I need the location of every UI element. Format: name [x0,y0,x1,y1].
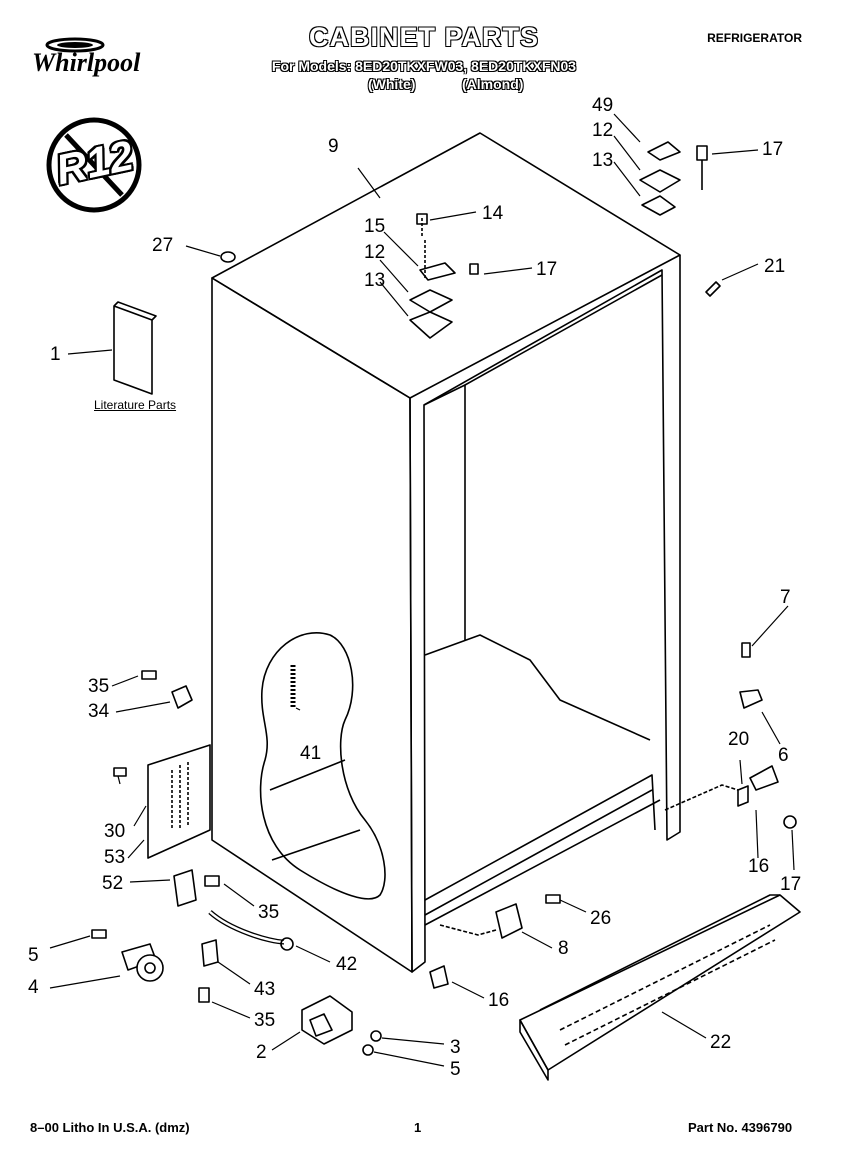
color-almond-label: (Almond) [462,76,524,92]
callout-14: 14 [482,203,504,224]
callout-13b: 13 [364,270,386,291]
callout-5b: 5 [450,1059,461,1080]
callout-3: 3 [450,1037,461,1058]
callout-49: 49 [592,95,614,116]
product-type: REFRIGERATOR [707,31,802,45]
callout-16: 16 [748,856,770,877]
callout-5: 5 [28,945,39,966]
footer-litho: 8–00 Litho In U.S.A. (dmz) [30,1120,190,1135]
no-r12-badge: R12 [44,115,144,215]
callout-22: 22 [710,1032,732,1053]
callout-43: 43 [254,979,276,1000]
callout-35c: 35 [254,1010,276,1031]
brand-wordmark: Whirlpool [32,48,141,77]
whirlpool-logo: Whirlpool [20,34,170,82]
callout-41: 41 [300,743,322,764]
literature-parts-label: Literature Parts [94,398,177,412]
page-title: CABINET PARTS [308,22,539,52]
footer-part-number: Part No. 4396790 [688,1120,793,1135]
callout-2: 2 [256,1042,267,1063]
callout-12: 12 [592,120,614,141]
callout-17c: 17 [780,874,802,895]
callout-13: 13 [592,150,614,171]
callout-27: 27 [152,235,174,256]
callout-4: 4 [28,977,39,998]
callout-53: 53 [104,847,126,868]
callout-21: 21 [764,256,786,277]
color-white-label: (White) [368,76,416,92]
callout-7: 7 [780,587,791,608]
callout-17: 17 [762,139,784,160]
callout-42: 42 [336,954,358,975]
footer-page-number: 1 [414,1120,422,1135]
callout-15: 15 [364,216,386,237]
callout-16b: 16 [488,990,510,1011]
callout-8: 8 [558,938,569,959]
callout-9: 9 [328,136,339,157]
callout-12b: 12 [364,242,386,263]
models-line: For Models: 8ED20TKXFW03, 8ED20TKXFN03 [271,58,577,74]
callout-20: 20 [728,729,750,750]
callout-30: 30 [104,821,126,842]
callout-35: 35 [88,676,110,697]
callout-52: 52 [102,873,124,894]
callout-34: 34 [88,701,110,722]
callout-1: 1 [50,344,61,365]
callout-26: 26 [590,908,612,929]
callout-17b: 17 [536,259,558,280]
callout-35b: 35 [258,902,280,923]
callout-6: 6 [778,745,789,766]
